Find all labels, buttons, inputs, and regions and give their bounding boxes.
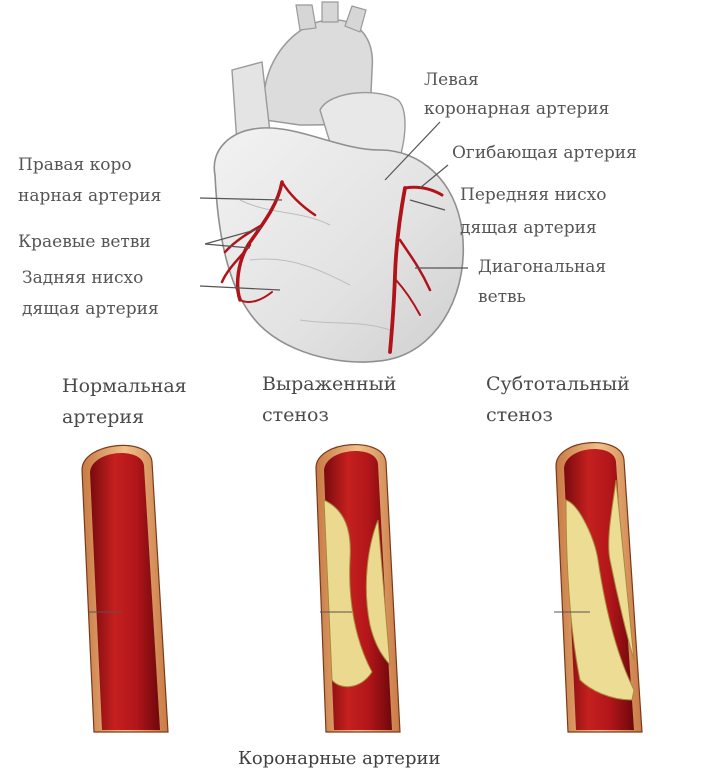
heart-texture [239,199,391,331]
heart-labels: Левая коронарная артерия Огибающая артер… [18,70,637,319]
label-left-coronary-1: Левая [424,70,479,90]
figure-caption: Коронарные артерии [238,748,440,769]
leader-lines [199,121,468,291]
artery-titles: Нормальная артерия Выраженный стеноз Суб… [62,373,630,428]
title-severe-1: Выраженный [262,373,396,395]
artery-severe-stenosis [315,444,401,733]
coronary-vessels [220,180,444,354]
label-diagonal-2: ветвь [478,287,526,307]
label-right-coronary-2: нарная артерия [18,186,161,206]
title-severe-2: стеноз [262,404,329,426]
label-circumflex: Огибающая артерия [452,143,637,163]
label-posterior-descending-1: Задняя нисхо [22,268,143,288]
title-normal-2: артерия [62,406,144,428]
heart-illustration: Левая коронарная артерия Огибающая артер… [18,1,637,363]
heart-body [213,127,464,363]
label-anterior-descending-2: дящая артерия [460,218,597,238]
label-marginal: Краевые ветви [18,232,151,252]
title-normal-1: Нормальная [62,375,187,397]
subclavian-vessel [344,5,367,33]
label-anterior-descending-1: Передняя нисхо [460,185,606,205]
artery-normal [81,444,169,733]
artery-normal-lumen [90,453,160,730]
artery-severe-plaque [323,499,391,688]
label-right-coronary-1: Правая коро [18,155,132,175]
artery-subtotal-plaque [565,479,635,701]
carotid-vessel [321,1,339,23]
title-subtotal-2: стеноз [486,404,553,426]
label-left-coronary-2: коронарная артерия [424,99,609,119]
artery-subtotal-stenosis [554,441,643,733]
label-diagonal-1: Диагональная [478,257,606,277]
brachiocephalic-vessel [295,4,317,31]
label-posterior-descending-2: дящая артерия [22,299,159,319]
title-subtotal-1: Субтотальный [486,373,630,395]
